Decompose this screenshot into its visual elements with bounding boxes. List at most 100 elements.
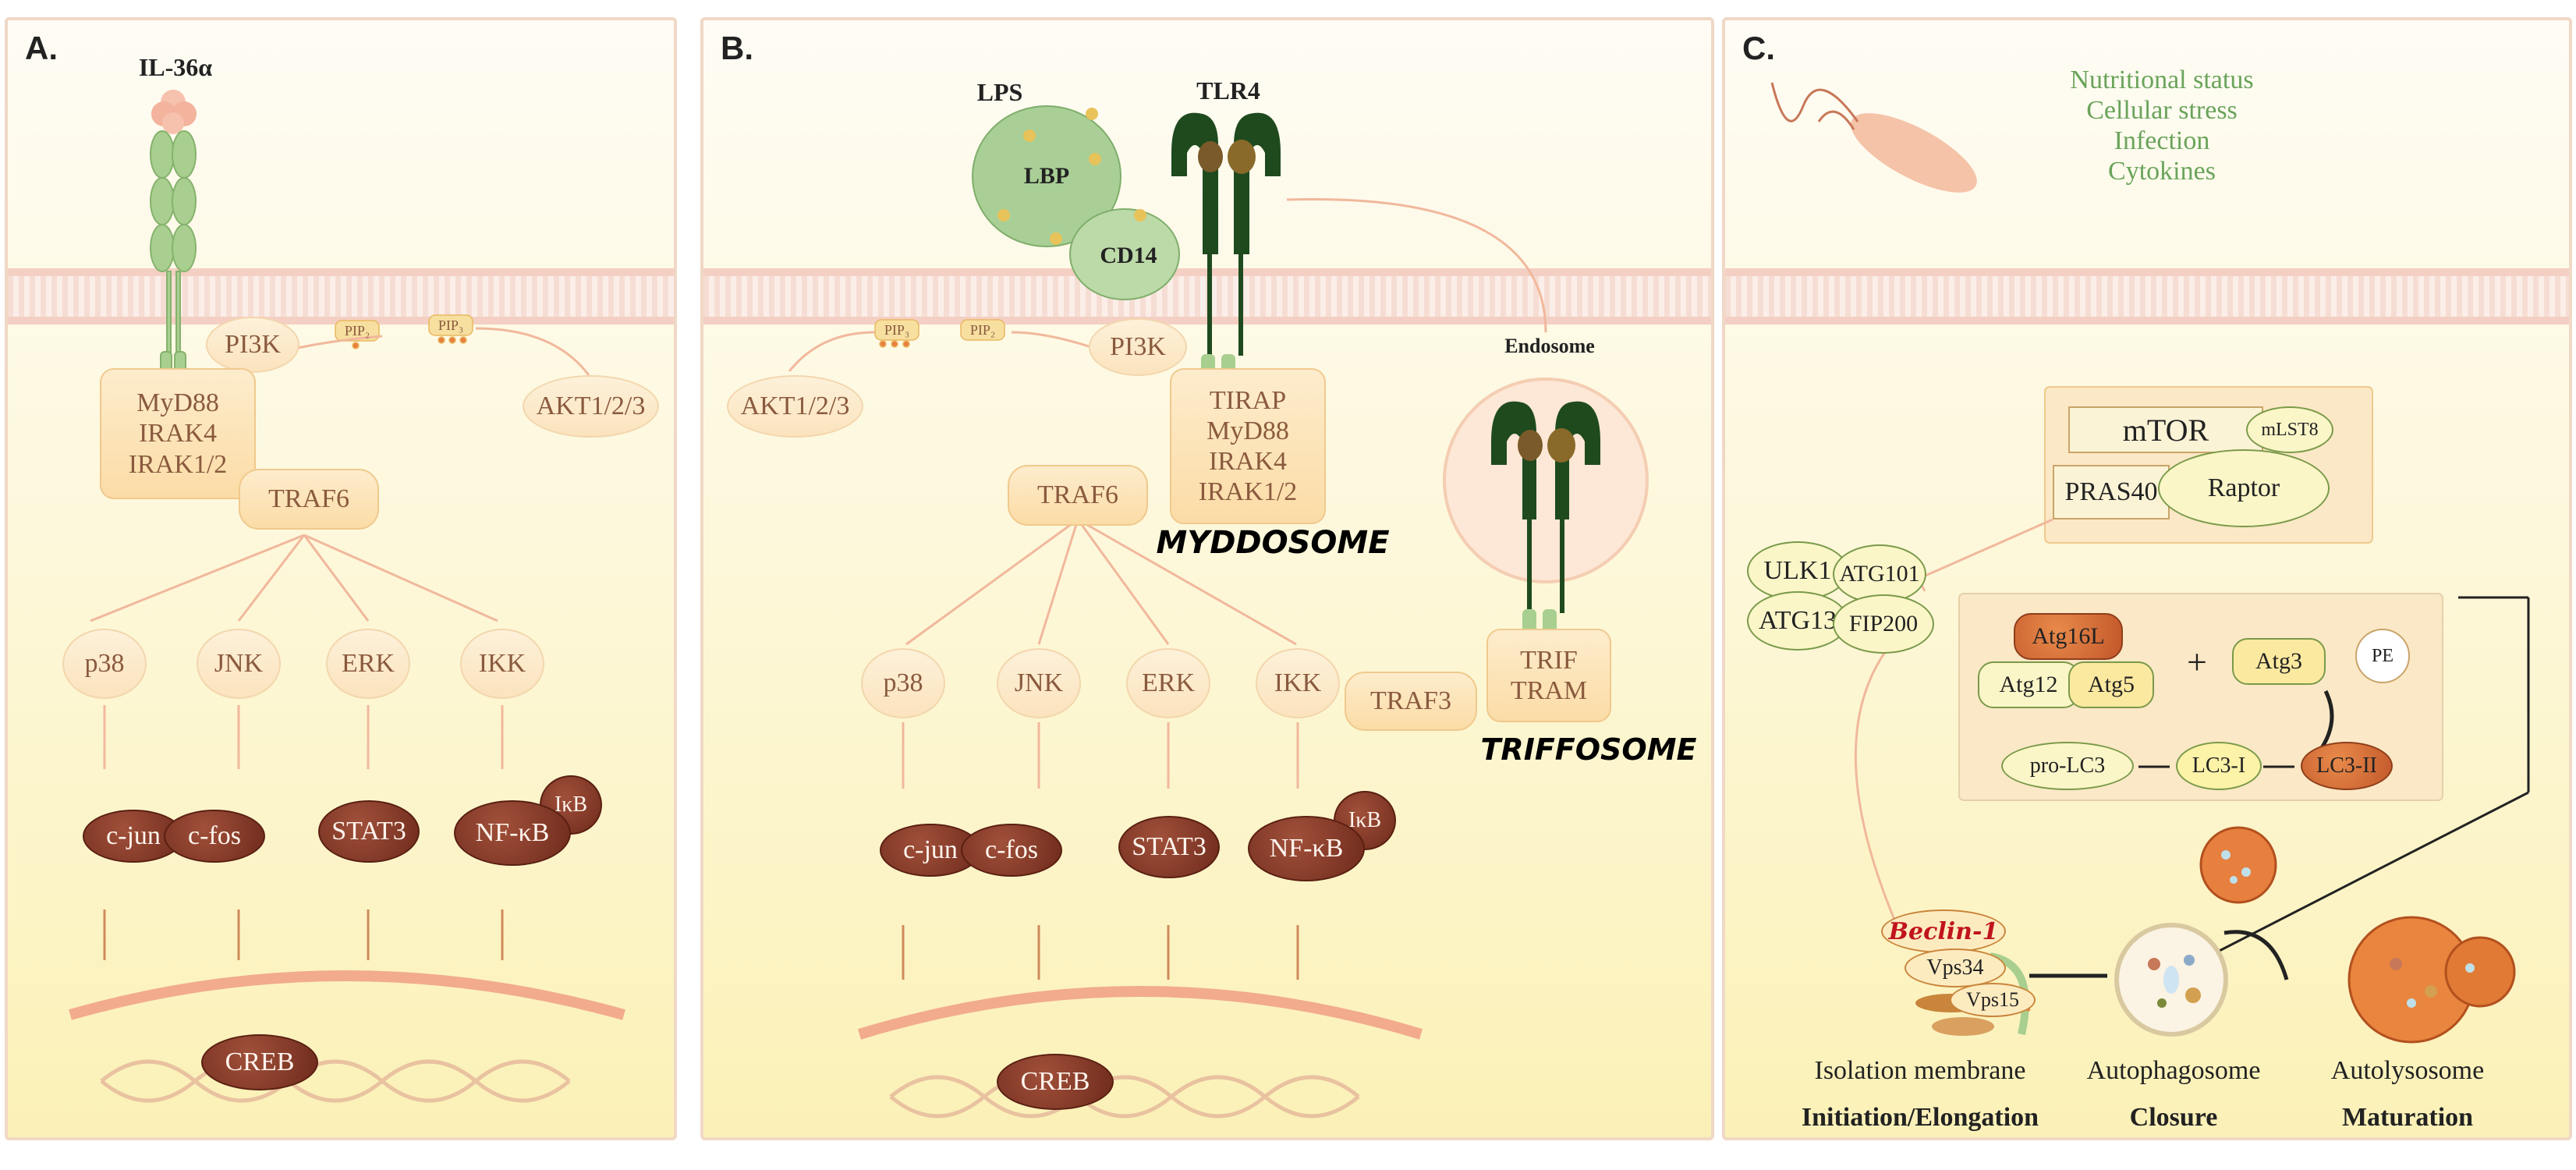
vps15-node: Vps15: [1950, 983, 2036, 1017]
inhibition-bracket: [2208, 596, 2530, 958]
p38-node-a: p38: [62, 629, 147, 699]
myddosome-label: MYDDOSOME: [1156, 525, 1390, 561]
atg16l-node: Atg16L: [2014, 613, 2123, 660]
arrow-to-jnk: [237, 534, 306, 622]
lps-molecules-icon: [997, 108, 1146, 245]
fip200-node: FIP200: [1833, 594, 1934, 654]
stage-isolation-membrane: Isolation membrane: [1814, 1056, 2026, 1085]
lc3-ii-node: LC3-II: [2301, 742, 2393, 790]
ikk-node-a: IKK: [460, 629, 544, 699]
adaptor-myd88: MyD88: [136, 388, 219, 418]
panel-a: A.: [5, 17, 677, 1140]
dna-helix-a: [100, 1059, 571, 1103]
panel-b-letter: B.: [721, 30, 753, 66]
atg12-node: Atg12: [1978, 661, 2079, 708]
pe-node: PE: [2355, 629, 2410, 683]
stimulus-cytokines: Cytokines: [2108, 157, 2216, 186]
erk-node-b: ERK: [1126, 648, 1210, 718]
panel-c-letter: C.: [1742, 30, 1775, 66]
traf6-node-b: TRAF6: [1008, 465, 1148, 526]
panel-b: B.: [700, 17, 1714, 1140]
cell-membrane-c: [1725, 268, 2569, 324]
adaptor-tirap: TIRAP: [1209, 385, 1287, 415]
beclin1-node: Beclin-1: [1881, 909, 2006, 953]
stat3-node-a: STAT3: [318, 800, 420, 863]
bacterium-icon: [1770, 82, 1977, 193]
jnk-node-b: JNK: [997, 648, 1081, 718]
panel-b-graphics: [788, 105, 1649, 1119]
nfkb-node-a: NF-κB: [454, 800, 571, 866]
pi3k-node: PI3K: [206, 317, 299, 373]
stage-autophagosome: Autophagosome: [2086, 1056, 2261, 1085]
pip-label-b2: PIP₂: [969, 321, 996, 338]
traf3-node: TRAF3: [1345, 672, 1477, 731]
pip-label-b1: PIP₃: [884, 321, 910, 338]
pi3k-node-b: PI3K: [1089, 318, 1187, 376]
tlr4-receptor-icon: [1171, 112, 1281, 378]
arrow-pi3k-pip-b: [1011, 331, 1094, 349]
lc3-i-node: LC3-I: [2176, 742, 2262, 790]
arrow-to-ikk: [303, 534, 498, 622]
autolysosome-icon: [2347, 916, 2516, 1044]
cd14-label: CD14: [1100, 243, 1157, 268]
mtor-inhibit-line: [1919, 518, 2053, 580]
stage-autolysosome: Autolysosome: [2330, 1056, 2485, 1085]
il36-ligand-icon: [151, 90, 197, 134]
pip-label-1: PIP₂: [344, 322, 370, 339]
arrow-to-endosome: [1286, 197, 1547, 333]
endosome-label: Endosome: [1504, 335, 1595, 357]
triffosome-box: TRIF TRAM: [1486, 629, 1611, 722]
phase-initiation: Initiation/Elongation: [1801, 1103, 2039, 1132]
lbp-label: LBP: [1023, 163, 1070, 189]
tlr4-endosome-icon: [1491, 401, 1600, 633]
adaptor-irak12-b: IRAK1/2: [1198, 477, 1298, 507]
akt-node-b: AKT1/2/3: [727, 375, 863, 438]
arrow-pi3k-pip: [297, 335, 383, 349]
pip-label-2: PIP₃: [438, 317, 464, 333]
adaptor-irak4-b: IRAK4: [1208, 447, 1288, 476]
ikk-node-b: IKK: [1256, 648, 1340, 718]
arrow-to-erk-b: [1076, 519, 1170, 645]
nuclear-membrane-a: [69, 970, 625, 1020]
plus-sign: +: [2187, 641, 2207, 682]
adaptor-irak12: IRAK1/2: [128, 449, 228, 479]
creb-node-b: CREB: [997, 1054, 1114, 1110]
pro-lc3-node: pro-LC3: [2001, 742, 2134, 790]
atg3-node: Atg3: [2232, 638, 2326, 685]
ikb-node-b: IκB: [1334, 791, 1396, 850]
panel-a-graphics: [69, 90, 625, 1103]
lps-label: LPS: [976, 77, 1023, 106]
arrow-pip-akt: [475, 327, 590, 376]
arrow-to-jnk-b: [1037, 519, 1079, 645]
panel-a-letter: A.: [25, 30, 58, 66]
adaptor-myd88-b: MyD88: [1207, 416, 1289, 445]
tlr4-label: TLR4: [1196, 76, 1260, 105]
stimulus-infection: Infection: [2114, 126, 2210, 155]
arrow-to-p38: [90, 534, 305, 622]
atg101-node: ATG101: [1833, 544, 1926, 604]
autophagosome-icon: [2114, 923, 2228, 1037]
phase-closure: Closure: [2129, 1103, 2218, 1132]
atg5-node: Atg5: [2068, 661, 2154, 708]
mtor-node: mTOR: [2068, 406, 2263, 453]
jnk-node-a: JNK: [197, 629, 281, 699]
arrow-to-erk: [303, 534, 370, 622]
stat3-node-b: STAT3: [1118, 816, 1220, 878]
mlst8-node: mLST8: [2246, 406, 2333, 453]
stimulus-nutritional: Nutritional status: [2070, 65, 2254, 94]
pip-molecules-a: [335, 314, 473, 349]
p38-node-b: p38: [861, 648, 945, 718]
il36-receptor-icon: [150, 130, 197, 373]
creb-node-a: CREB: [201, 1034, 318, 1090]
atg13-node: ATG13: [1747, 591, 1848, 651]
adaptor-tram: TRAM: [1510, 676, 1588, 705]
myddosome-box-b: TIRAP MyD88 IRAK4 IRAK1/2: [1170, 368, 1326, 524]
lbp-protein-icon: [972, 105, 1180, 300]
dna-helix-b: [889, 1075, 1360, 1119]
vps34-node: Vps34: [1905, 948, 2006, 987]
traf6-node-a: TRAF6: [239, 469, 379, 530]
ulk1-node: ULK1: [1747, 541, 1848, 601]
cfos-node-b: c-fos: [961, 824, 1062, 877]
arrow-pip-akt-b: [788, 331, 876, 372]
lysosome-icon: [2199, 826, 2277, 904]
